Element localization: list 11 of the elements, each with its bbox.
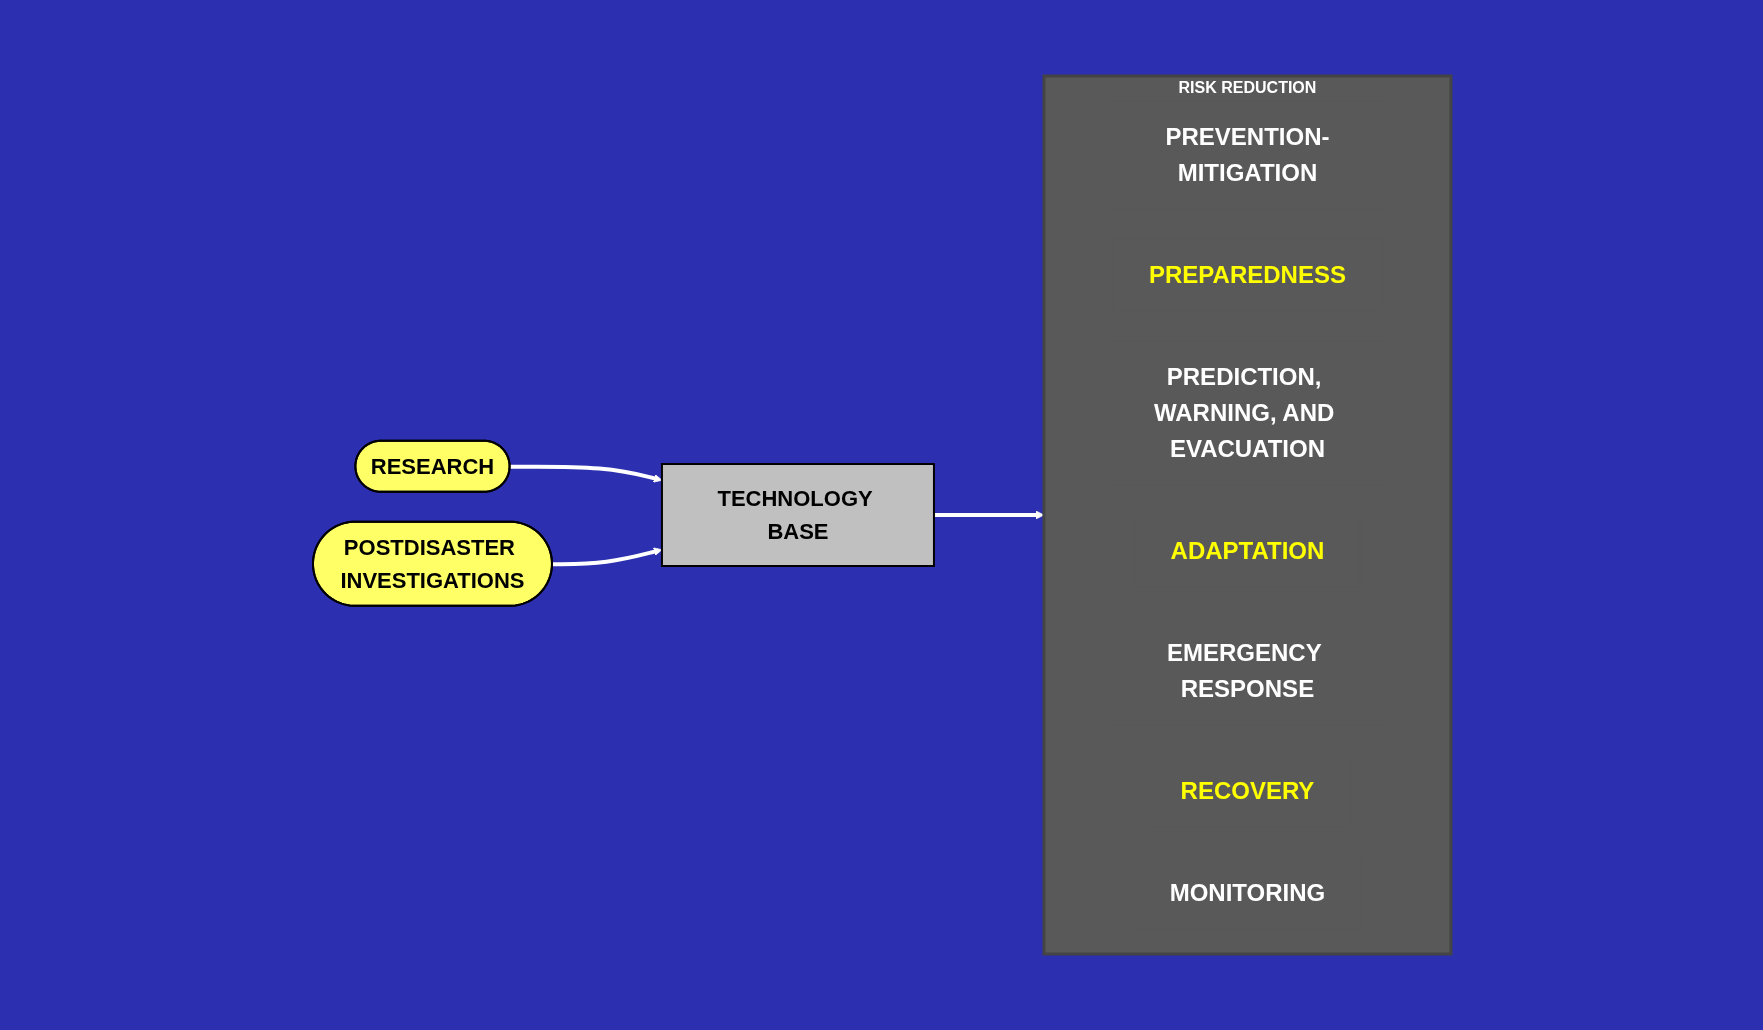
node-text: EMERGENCY RESPONSE xyxy=(1166,639,1321,702)
node-text: RECOVERY xyxy=(1180,777,1314,804)
node-text: ADAPTATION xyxy=(1170,537,1324,564)
node-text: MONITORING xyxy=(1169,879,1325,906)
node-text: PREPAREDNESS xyxy=(1148,261,1346,288)
node-text: PREVENTION-MITIGATION xyxy=(1164,123,1329,186)
arrow xyxy=(933,510,1044,520)
node-box: TECHNOLOGY BASE xyxy=(660,463,935,567)
arrow xyxy=(509,464,662,483)
node-text: PREDICTION, WARNING, AND EVACUATION xyxy=(1153,363,1334,462)
arrow xyxy=(551,547,662,567)
